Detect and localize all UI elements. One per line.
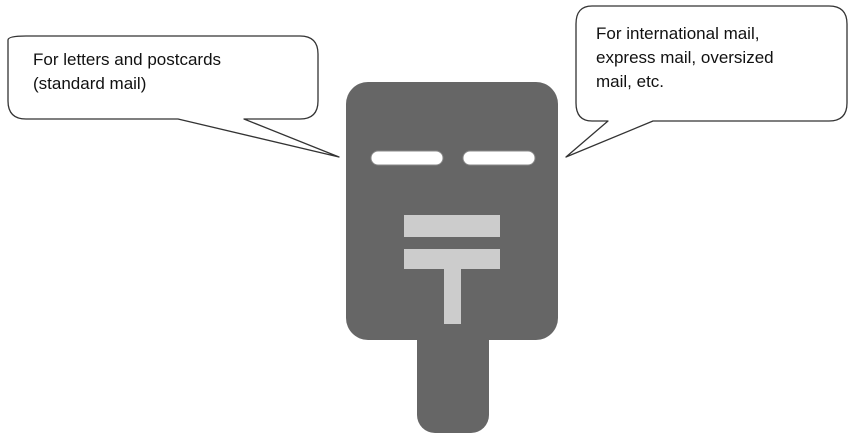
- standard-mail-slot: [371, 151, 443, 165]
- standard-mail-callout-text: For letters and postcards (standard mail…: [33, 48, 221, 96]
- other-mail-callout-text: For international mail, express mail, ov…: [596, 22, 774, 94]
- callout-line: express mail, oversized: [596, 46, 774, 70]
- callout-line: mail, etc.: [596, 70, 774, 94]
- callout-line: For letters and postcards: [33, 48, 221, 72]
- callout-line: (standard mail): [33, 72, 221, 96]
- callout-line: For international mail,: [596, 22, 774, 46]
- other-mail-slot: [463, 151, 535, 165]
